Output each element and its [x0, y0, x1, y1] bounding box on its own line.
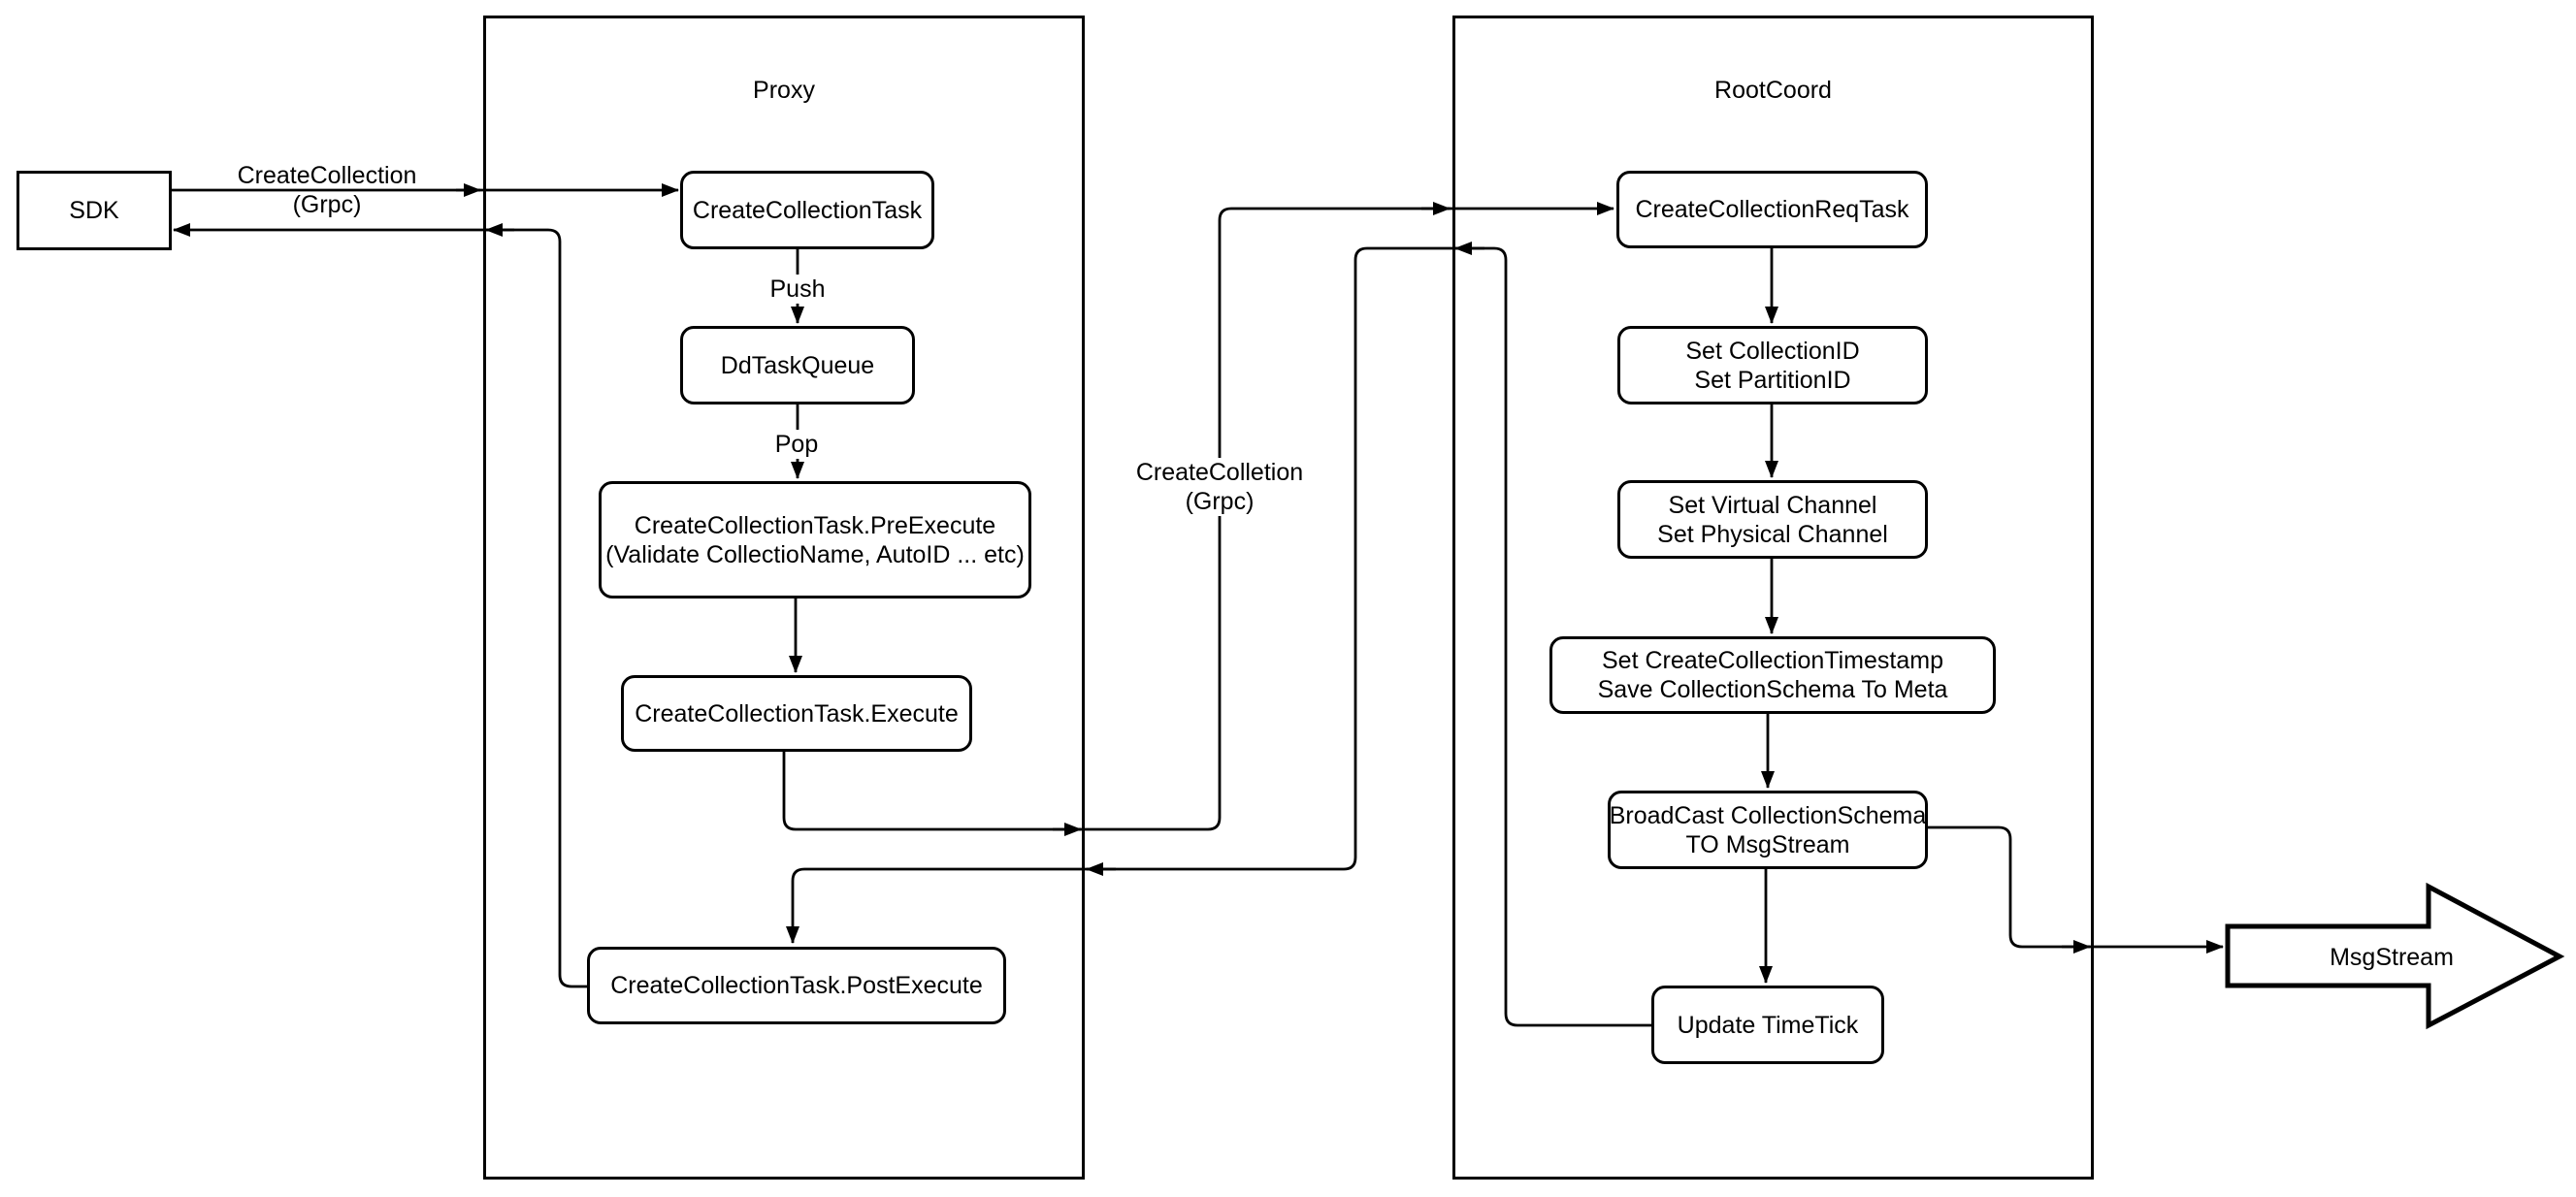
node-set-ids-line1: Set CollectionID: [1685, 337, 1860, 365]
arrow-timetick-to-postexecute: [786, 246, 1651, 1027]
node-sdk-label: SDK: [69, 196, 119, 224]
rootcoord-title: RootCoord: [1714, 77, 1832, 104]
msgstream-arrow-shape: [2225, 882, 2565, 1030]
node-req-task-label: CreateCollectionReqTask: [1635, 196, 1909, 223]
node-pre-execute-line2: (Validate CollectioName, AutoID ... etc): [605, 540, 1025, 568]
node-dd-task-queue: DdTaskQueue: [680, 326, 915, 404]
node-set-timestamp-line2: Save CollectionSchema To Meta: [1597, 676, 1948, 703]
node-set-channels: Set Virtual Channel Set Physical Channel: [1617, 480, 1928, 559]
rootcoord-container: RootCoord: [1452, 16, 2094, 1180]
arrow-broadcast-to-msgstream: [1928, 825, 2224, 954]
node-broadcast-line1: BroadCast CollectionSchema: [1609, 801, 1927, 829]
node-sdk: SDK: [16, 171, 172, 250]
arrow-postexecute-to-sdk: [173, 223, 587, 988]
node-req-task: CreateCollectionReqTask: [1616, 171, 1928, 248]
edge-label-pop: Pop: [748, 430, 845, 459]
proxy-title: Proxy: [753, 77, 815, 104]
edge-label-grpc-call: CreateColletion (Grpc): [1123, 458, 1317, 516]
arrow-execute-to-reqtask: [782, 202, 1614, 831]
edge-label-grpc-call-line2: (Grpc): [1185, 488, 1255, 515]
node-set-timestamp-line1: Set CreateCollectionTimestamp: [1602, 647, 1943, 674]
node-set-channels-line1: Set Virtual Channel: [1668, 491, 1877, 519]
node-dd-task-queue-label: DdTaskQueue: [720, 351, 875, 379]
node-set-channels-line2: Set Physical Channel: [1657, 520, 1888, 548]
node-execute: CreateCollectionTask.Execute: [621, 675, 972, 752]
edge-label-grpc-call-line1: CreateColletion: [1135, 459, 1304, 486]
proxy-container: Proxy: [483, 16, 1085, 1180]
node-set-ids: Set CollectionID Set PartitionID: [1617, 326, 1928, 404]
node-pre-execute-line1: CreateCollectionTask.PreExecute: [634, 511, 996, 539]
edge-label-sdk-call-line2: (Grpc): [292, 191, 362, 218]
node-broadcast: BroadCast CollectionSchema TO MsgStream: [1608, 791, 1928, 869]
node-post-execute: CreateCollectionTask.PostExecute: [587, 947, 1006, 1024]
node-set-ids-line2: Set PartitionID: [1694, 366, 1851, 394]
node-create-collection-task: CreateCollectionTask: [680, 171, 934, 249]
node-post-execute-label: CreateCollectionTask.PostExecute: [610, 972, 983, 999]
node-execute-label: CreateCollectionTask.Execute: [635, 699, 959, 728]
edge-label-push: Push: [749, 275, 846, 304]
edge-label-sdk-call-line1: CreateCollection: [237, 162, 417, 189]
msgstream-label: MsgStream: [2330, 944, 2454, 971]
node-update-timetick-label: Update TimeTick: [1677, 1011, 1859, 1039]
node-set-timestamp: Set CreateCollectionTimestamp Save Colle…: [1549, 636, 1996, 714]
node-create-collection-task-label: CreateCollectionTask: [692, 196, 923, 224]
node-update-timetick: Update TimeTick: [1651, 986, 1884, 1064]
edge-label-sdk-call: CreateCollection (Grpc): [206, 161, 448, 219]
node-pre-execute: CreateCollectionTask.PreExecute (Validat…: [599, 481, 1031, 598]
node-broadcast-line2: TO MsgStream: [1685, 830, 1850, 858]
